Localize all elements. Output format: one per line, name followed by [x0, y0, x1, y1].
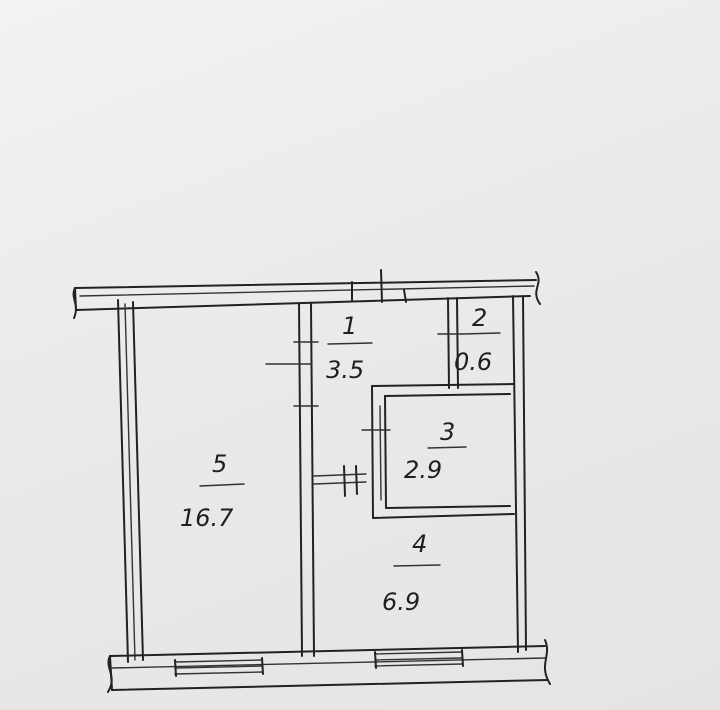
doorway-marks	[313, 465, 367, 497]
room-2-number: 2	[472, 304, 487, 332]
room-label-5: 5 16.7	[180, 450, 245, 532]
room-5-area: 16.7	[180, 504, 234, 532]
room-label-1: 1 3.5	[326, 312, 373, 384]
top-exterior-wall	[72, 269, 541, 319]
room-4-number: 4	[412, 530, 427, 558]
room-2-area: 0.6	[454, 348, 492, 376]
room-4-area: 6.9	[382, 588, 420, 616]
room-3-walls	[361, 383, 515, 519]
bottom-exterior-wall	[107, 639, 551, 693]
room-label-4: 4 6.9	[382, 530, 441, 616]
partition-wall-room2	[437, 297, 463, 389]
partition-wall-room5	[265, 303, 319, 657]
room-1-number: 1	[342, 312, 357, 340]
room-label-2: 2 0.6	[454, 304, 501, 376]
room-label-3: 3 2.9	[404, 418, 467, 484]
room-5-number: 5	[212, 450, 227, 478]
room-3-area: 2.9	[404, 456, 442, 484]
left-exterior-wall	[117, 299, 144, 663]
room-3-number: 3	[440, 418, 455, 446]
room-1-area: 3.5	[326, 356, 364, 384]
right-exterior-wall	[512, 295, 527, 653]
